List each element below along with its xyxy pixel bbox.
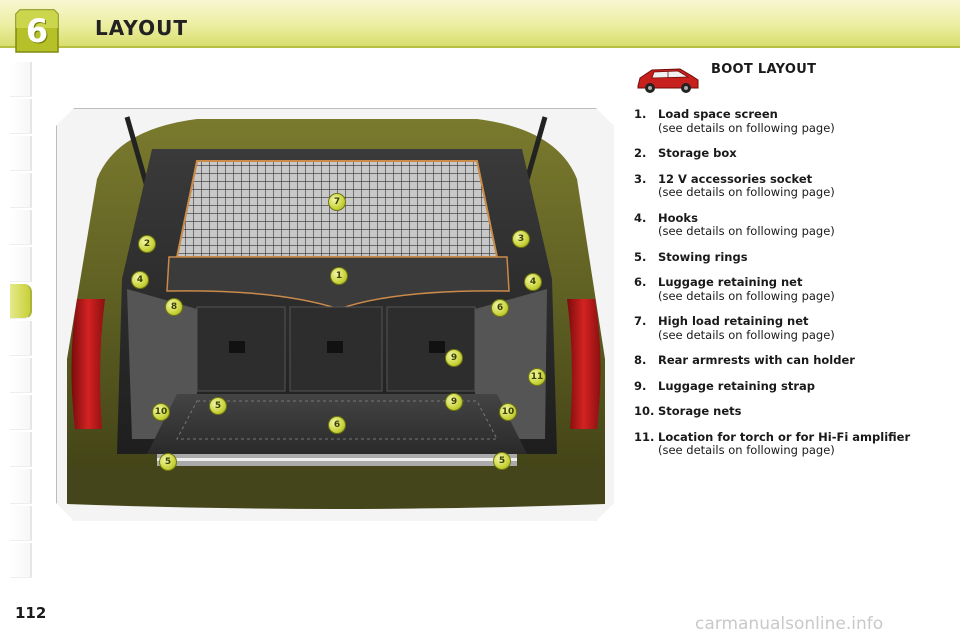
page-title: LAYOUT xyxy=(95,16,188,40)
callout-marker: 4 xyxy=(131,271,149,289)
item-number: 7. xyxy=(634,314,647,328)
side-tab[interactable] xyxy=(10,210,32,245)
legend-list: 1. Load space screen (see details on fol… xyxy=(634,107,952,470)
list-item: 7. High load retaining net (see details … xyxy=(634,314,952,342)
list-item: 9. Luggage retaining strap xyxy=(634,378,952,394)
callout-marker: 2 xyxy=(138,235,156,253)
callout-marker: 6 xyxy=(328,416,346,434)
chapter-number: 6 xyxy=(25,12,49,50)
list-item: 6. Luggage retaining net (see details on… xyxy=(634,275,952,303)
side-tab[interactable] xyxy=(10,62,32,97)
item-label: Location for torch or for Hi-Fi amplifie… xyxy=(658,429,911,444)
callout-marker: 10 xyxy=(152,403,170,421)
callout-marker: 5 xyxy=(209,397,227,415)
item-note: (see details on following page) xyxy=(658,327,835,342)
list-item: 4. Hooks (see details on following page) xyxy=(634,210,952,239)
callout-marker: 9 xyxy=(445,349,463,367)
item-number: 2. xyxy=(634,146,647,160)
callout-marker: 9 xyxy=(445,393,463,411)
side-tab[interactable] xyxy=(10,99,32,134)
side-tab[interactable] xyxy=(10,395,32,430)
callout-marker: 5 xyxy=(493,452,511,470)
list-item: 2. Storage box xyxy=(634,146,952,161)
side-tab[interactable] xyxy=(10,247,32,282)
item-number: 6. xyxy=(634,275,647,289)
item-number: 5. xyxy=(634,249,647,264)
callout-marker: 7 xyxy=(328,193,346,211)
list-item: 8. Rear armrests with can holder xyxy=(634,353,952,368)
callout-marker: 10 xyxy=(499,403,517,421)
list-item: 10. Storage nets xyxy=(634,404,952,419)
item-label: Hooks xyxy=(658,210,698,225)
item-label: Rear armrests with can holder xyxy=(658,353,855,367)
item-note: (see details on following page) xyxy=(658,288,835,303)
item-note: (see details on following page) xyxy=(658,185,835,199)
page-number: 112 xyxy=(15,604,47,622)
item-label: High load retaining net xyxy=(658,314,809,328)
watermark: carmanualsonline.info xyxy=(695,614,884,634)
side-tab[interactable] xyxy=(10,506,32,541)
item-number: 8. xyxy=(634,353,647,367)
item-number: 4. xyxy=(634,210,647,225)
side-tab[interactable] xyxy=(10,358,32,393)
side-tab-active[interactable] xyxy=(10,284,32,319)
item-label: Storage nets xyxy=(658,404,742,418)
callout-marker: 8 xyxy=(165,298,183,316)
callout-marker: 5 xyxy=(159,453,177,471)
item-note: (see details on following page) xyxy=(658,120,835,135)
item-note: (see details on following page) xyxy=(658,224,835,238)
list-item: 3. 12 V accessories socket (see details … xyxy=(634,171,952,200)
side-tab[interactable] xyxy=(10,321,32,356)
side-tab[interactable] xyxy=(10,173,32,208)
item-number: 1. xyxy=(634,107,647,121)
car-icon xyxy=(634,64,702,96)
item-label: Load space screen xyxy=(658,107,778,121)
callout-marker: 1 xyxy=(330,267,348,285)
callout-marker: 6 xyxy=(491,299,509,317)
legend-title: BOOT LAYOUT xyxy=(711,62,817,77)
item-number: 3. xyxy=(634,171,647,186)
item-note: (see details on following page) xyxy=(658,443,835,457)
boot-photo: 1 2 3 4 4 5 5 5 6 6 7 8 9 9 10 10 11 xyxy=(56,108,614,521)
item-label: Luggage retaining net xyxy=(658,275,803,289)
item-label: 12 V accessories socket xyxy=(658,171,813,186)
item-label: Luggage retaining strap xyxy=(658,378,816,393)
chapter-tab-icon xyxy=(14,8,60,54)
item-number: 11. xyxy=(634,429,655,444)
side-tab[interactable] xyxy=(10,136,32,171)
side-tab[interactable] xyxy=(10,432,32,467)
callout-marker: 11 xyxy=(528,368,546,386)
page-header xyxy=(0,0,960,48)
item-number: 10. xyxy=(634,404,655,418)
list-item: 11. Location for torch or for Hi-Fi ampl… xyxy=(634,429,952,458)
item-label: Stowing rings xyxy=(658,249,748,264)
callout-marker: 3 xyxy=(512,230,530,248)
chapter-side-tabs xyxy=(10,62,32,578)
item-label: Storage box xyxy=(658,146,737,160)
list-item: 5. Stowing rings xyxy=(634,249,952,265)
callout-marker: 4 xyxy=(524,273,542,291)
side-tab[interactable] xyxy=(10,543,32,578)
list-item: 1. Load space screen (see details on fol… xyxy=(634,107,952,135)
side-tab[interactable] xyxy=(10,469,32,504)
item-number: 9. xyxy=(634,378,647,393)
